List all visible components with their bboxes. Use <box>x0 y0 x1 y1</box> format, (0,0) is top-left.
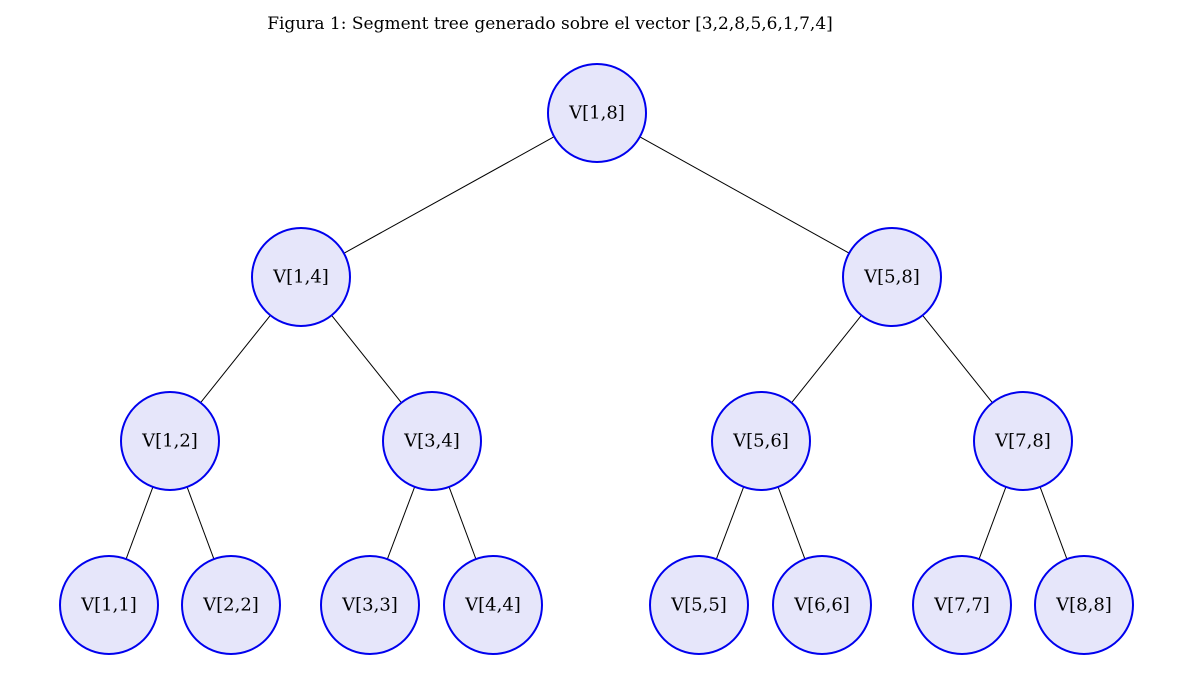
node-label: V[1,8] <box>568 103 625 124</box>
node-circle <box>1034 555 1134 655</box>
tree-node: V[6,6] <box>772 555 872 655</box>
node-circle <box>382 391 482 491</box>
node-circle <box>772 555 872 655</box>
tree-node: V[8,8] <box>1034 555 1134 655</box>
tree-edge <box>200 314 271 404</box>
tree-node: V[1,4] <box>251 227 351 327</box>
node-circle <box>181 555 281 655</box>
figure-caption: Figura 1: Segment tree generado sobre el… <box>267 14 833 34</box>
tree-edge <box>186 486 215 560</box>
tree-node: V[5,8] <box>842 227 942 327</box>
tree-edge <box>386 486 416 560</box>
tree-edge <box>639 136 850 254</box>
tree-edge <box>922 314 993 404</box>
node-circle <box>320 555 420 655</box>
tree-edge <box>1039 486 1068 560</box>
node-label: V[1,4] <box>272 267 329 288</box>
tree-node: V[1,2] <box>120 391 220 491</box>
tree-edge <box>791 314 862 404</box>
node-label: V[3,4] <box>403 431 460 452</box>
tree-edge <box>448 486 477 560</box>
node-circle <box>443 555 543 655</box>
node-circle <box>120 391 220 491</box>
nodes-layer: V[1,8] V[1,4] V[5,8] V[1,2] V[3,4] V[5,6] V[7,… <box>59 63 1134 655</box>
tree-edge <box>331 314 402 404</box>
node-label: V[7,7] <box>933 595 990 616</box>
node-circle <box>973 391 1073 491</box>
tree-node: V[5,5] <box>649 555 749 655</box>
node-circle <box>649 555 749 655</box>
node-circle <box>251 227 351 327</box>
node-label: V[1,2] <box>141 431 198 452</box>
tree-node: V[7,8] <box>973 391 1073 491</box>
tree-node: V[1,8] <box>547 63 647 163</box>
node-label: V[5,8] <box>863 267 920 288</box>
tree-node: V[3,3] <box>320 555 420 655</box>
tree-node: V[4,4] <box>443 555 543 655</box>
node-label: V[7,8] <box>994 431 1051 452</box>
node-label: V[5,5] <box>670 595 727 616</box>
node-circle <box>912 555 1012 655</box>
tree-edge <box>715 486 745 560</box>
node-label: V[4,4] <box>464 595 521 616</box>
tree-edge <box>343 136 555 254</box>
tree-node: V[7,7] <box>912 555 1012 655</box>
node-label: V[1,1] <box>80 595 137 616</box>
node-label: V[5,6] <box>732 431 789 452</box>
node-label: V[3,3] <box>341 595 398 616</box>
tree-node: V[3,4] <box>382 391 482 491</box>
node-circle <box>59 555 159 655</box>
node-label: V[8,8] <box>1055 595 1112 616</box>
node-label: V[6,6] <box>793 595 850 616</box>
tree-edge <box>125 486 154 560</box>
node-circle <box>711 391 811 491</box>
tree-edge <box>777 486 806 560</box>
tree-node: V[1,1] <box>59 555 159 655</box>
tree-node: V[5,6] <box>711 391 811 491</box>
node-circle <box>842 227 942 327</box>
node-circle <box>547 63 647 163</box>
tree-edge <box>978 486 1007 560</box>
node-label: V[2,2] <box>202 595 259 616</box>
edges-layer <box>125 136 1068 560</box>
tree-node: V[2,2] <box>181 555 281 655</box>
